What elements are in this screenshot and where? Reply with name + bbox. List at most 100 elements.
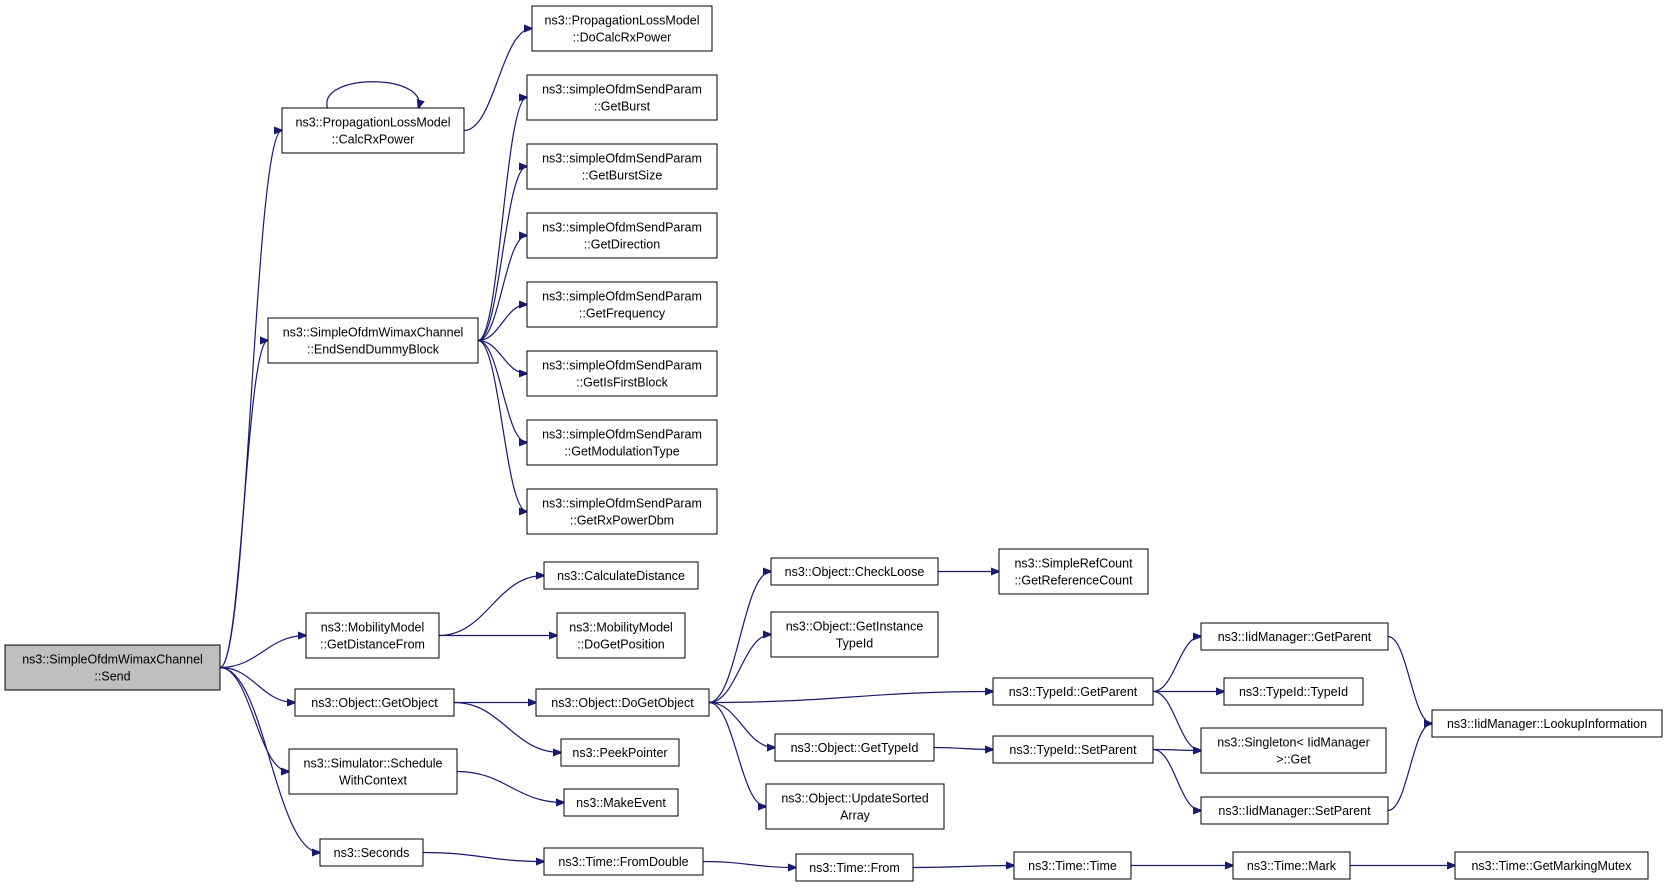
node-box bbox=[526, 350, 718, 397]
edge-tid_getparent-to-iid_getparent bbox=[1152, 637, 1201, 693]
node-label: TypeId bbox=[836, 637, 874, 651]
node-getobject[interactable]: ns3::Object::GetObject bbox=[294, 688, 455, 717]
edge-gettypeid-to-tid_setparent bbox=[933, 748, 993, 750]
edge-iid_setparent-to-lookupinfo bbox=[1387, 724, 1432, 812]
node-getburstsize[interactable]: ns3::simpleOfdmSendParam::GetBurstSize bbox=[526, 143, 718, 190]
node-gettypeid[interactable]: ns3::Object::GetTypeId bbox=[774, 733, 935, 762]
edge bbox=[708, 701, 766, 807]
node-iid_getparent[interactable]: ns3::IidManager::GetParent bbox=[1200, 622, 1389, 651]
node-label: ns3::Seconds bbox=[334, 846, 410, 860]
edge bbox=[456, 770, 564, 803]
node-singleton[interactable]: ns3::Singleton< IidManager>::Get bbox=[1200, 727, 1387, 774]
edge bbox=[477, 167, 527, 342]
node-dogetobject[interactable]: ns3::Object::DoGetObject bbox=[535, 688, 710, 717]
node-tid_getparent[interactable]: ns3::TypeId::GetParent bbox=[992, 677, 1154, 706]
edge bbox=[438, 576, 544, 637]
node-label: ns3::IidManager::GetParent bbox=[1218, 630, 1372, 644]
node-box bbox=[998, 548, 1149, 595]
node-endsend[interactable]: ns3::SimpleOfdmWimaxChannel::EndSendDumm… bbox=[267, 317, 479, 364]
node-label: Array bbox=[840, 809, 871, 823]
node-timetime[interactable]: ns3::Time::Time bbox=[1013, 851, 1132, 880]
edge bbox=[463, 29, 532, 132]
node-label: ns3::Time::GetMarkingMutex bbox=[1471, 859, 1632, 873]
node-getdirection[interactable]: ns3::simpleOfdmSendParam::GetDirection bbox=[526, 212, 718, 259]
node-lookupinfo[interactable]: ns3::IidManager::LookupInformation bbox=[1431, 709, 1663, 738]
node-label: ::GetReferenceCount bbox=[1014, 574, 1133, 588]
edge bbox=[1152, 690, 1201, 751]
node-label: ::EndSendDummyBlock bbox=[307, 343, 440, 357]
node-docalcrx[interactable]: ns3::PropagationLossModel::DoCalcRxPower bbox=[531, 5, 713, 52]
edge-endsend-to-getburstsize bbox=[477, 167, 527, 342]
node-getmod[interactable]: ns3::simpleOfdmSendParam::GetModulationT… bbox=[526, 419, 718, 466]
node-box bbox=[526, 74, 718, 121]
node-label: ns3::simpleOfdmSendParam bbox=[542, 497, 702, 511]
node-timefrom[interactable]: ns3::Time::From bbox=[795, 853, 914, 882]
edge-endsend-to-getisfirst bbox=[477, 339, 527, 374]
node-box bbox=[560, 738, 680, 767]
node-getdistfrom[interactable]: ns3::MobilityModel::GetDistanceFrom bbox=[305, 612, 440, 659]
node-label: ns3::CalculateDistance bbox=[557, 569, 685, 583]
edge-dogetobject-to-tid_getparent bbox=[708, 692, 993, 704]
edge-calcrx-to-docalcrx bbox=[463, 29, 532, 132]
edge-dogetobject-to-gettypeid bbox=[708, 701, 775, 748]
node-dogetpos[interactable]: ns3::MobilityModel::DoGetPosition bbox=[556, 612, 686, 659]
node-label: ::GetDistanceFrom bbox=[320, 638, 425, 652]
node-send[interactable]: ns3::SimpleOfdmWimaxChannel::Send bbox=[4, 644, 221, 691]
node-getburst[interactable]: ns3::simpleOfdmSendParam::GetBurst bbox=[526, 74, 718, 121]
edge-endsend-to-getrxdbm bbox=[477, 339, 527, 512]
node-makeevent[interactable]: ns3::MakeEvent bbox=[563, 788, 679, 817]
node-calcrx[interactable]: ns3::PropagationLossModel::CalcRxPower bbox=[281, 107, 465, 154]
node-getmarkmutex[interactable]: ns3::Time::GetMarkingMutex bbox=[1454, 851, 1649, 880]
edge bbox=[1152, 748, 1201, 811]
edge bbox=[219, 666, 289, 772]
node-timemark[interactable]: ns3::Time::Mark bbox=[1232, 851, 1351, 880]
node-label: ::GetModulationType bbox=[564, 445, 679, 459]
edge bbox=[477, 339, 527, 374]
node-box bbox=[4, 644, 221, 691]
node-tid_setparent[interactable]: ns3::TypeId::SetParent bbox=[992, 735, 1154, 764]
node-box bbox=[281, 107, 465, 154]
edge bbox=[477, 236, 527, 342]
node-label: ::GetFrequency bbox=[579, 307, 666, 321]
node-box bbox=[992, 677, 1154, 706]
node-getrefcount[interactable]: ns3::SimpleRefCount::GetReferenceCount bbox=[998, 548, 1149, 595]
edge-send-to-calcrx bbox=[219, 131, 282, 669]
node-fromdouble[interactable]: ns3::Time::FromDouble bbox=[543, 847, 704, 876]
node-box bbox=[1431, 709, 1663, 738]
node-calcdist[interactable]: ns3::CalculateDistance bbox=[543, 561, 699, 590]
node-box bbox=[1454, 851, 1649, 880]
node-label: ns3::Object::GetTypeId bbox=[791, 741, 919, 755]
node-box bbox=[543, 847, 704, 876]
node-box bbox=[774, 733, 935, 762]
node-box bbox=[526, 143, 718, 190]
node-peekptr[interactable]: ns3::PeekPointer bbox=[560, 738, 680, 767]
edge bbox=[219, 636, 306, 669]
node-label: ns3::MobilityModel bbox=[321, 621, 425, 635]
node-box bbox=[535, 688, 710, 717]
edge-getdistfrom-to-calcdist bbox=[438, 576, 544, 637]
node-label: ns3::IidManager::LookupInformation bbox=[1447, 717, 1647, 731]
node-getrxdbm[interactable]: ns3::simpleOfdmSendParam::GetRxPowerDbm bbox=[526, 488, 718, 535]
node-label: ns3::TypeId::SetParent bbox=[1009, 743, 1137, 757]
node-iid_setparent[interactable]: ns3::IidManager::SetParent bbox=[1200, 796, 1389, 825]
edge-iid_getparent-to-lookupinfo bbox=[1387, 635, 1432, 724]
node-getisfirst[interactable]: ns3::simpleOfdmSendParam::GetIsFirstBloc… bbox=[526, 350, 718, 397]
node-box bbox=[526, 488, 718, 535]
node-label: ns3::simpleOfdmSendParam bbox=[542, 83, 702, 97]
node-box bbox=[526, 419, 718, 466]
node-box bbox=[1232, 851, 1351, 880]
node-getfrequency[interactable]: ns3::simpleOfdmSendParam::GetFrequency bbox=[526, 281, 718, 328]
node-label: ns3::simpleOfdmSendParam bbox=[542, 428, 702, 442]
edge-send-to-endsend bbox=[219, 341, 268, 669]
node-label: ns3::TypeId::TypeId bbox=[1239, 685, 1348, 699]
node-seconds[interactable]: ns3::Seconds bbox=[319, 838, 424, 867]
node-checkloose[interactable]: ns3::Object::CheckLoose bbox=[770, 557, 939, 586]
node-tid_typeid[interactable]: ns3::TypeId::TypeId bbox=[1223, 677, 1364, 706]
edge bbox=[708, 635, 771, 704]
edge-seconds-to-fromdouble bbox=[422, 851, 544, 862]
edge-send-to-getdistfrom bbox=[219, 636, 306, 669]
